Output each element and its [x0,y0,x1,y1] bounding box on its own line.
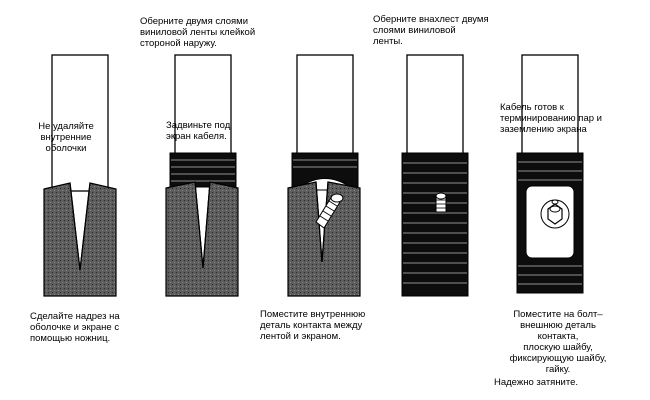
step-3-bolt [315,193,344,229]
step-5-washer-and-nut [540,199,570,229]
step-2-inner-jacket [174,54,232,156]
step-4-inner-jacket [406,54,464,156]
step-2-top-caption: Оберните двумя слоями виниловой ленты кл… [140,16,256,49]
step-5-final-caption: Надежно затяните. [494,377,579,388]
step-5-inner-jacket [521,54,579,156]
step-5-cable [516,54,584,294]
step-1-inner-jacket [51,54,109,192]
step-1-note: Не удаляйте внутренние оболочки [38,121,94,154]
step-4-top-caption: Оберните внахлест двумя слоями виниловой… [373,14,489,47]
step-4-vinyl-tape-wrap [401,152,469,297]
step-2-outer-shield [165,181,239,297]
step-1-outer-shield [43,182,117,297]
step-3-inner-jacket [296,54,354,156]
step-2-cable [165,54,239,297]
step-5-note: Кабель готов к терминированию пар и зазе… [500,102,602,135]
step-4-bolt [435,192,447,213]
step-3-cable [287,54,361,297]
step-1-caption: Сделайте надрез на оболочке и экране с п… [30,311,120,344]
step-3-caption: Поместите внутреннюю деталь контакта меж… [260,309,366,342]
step-2-note: Задвиньте под экран кабеля. [166,120,231,142]
step-2-vinyl-tape [169,152,237,188]
step-1-cable [43,54,117,297]
step-4-cable [401,54,469,297]
step-1-slit [69,182,91,271]
step-5-caption: Поместите на болт– внешнюю деталь контак… [509,309,607,375]
